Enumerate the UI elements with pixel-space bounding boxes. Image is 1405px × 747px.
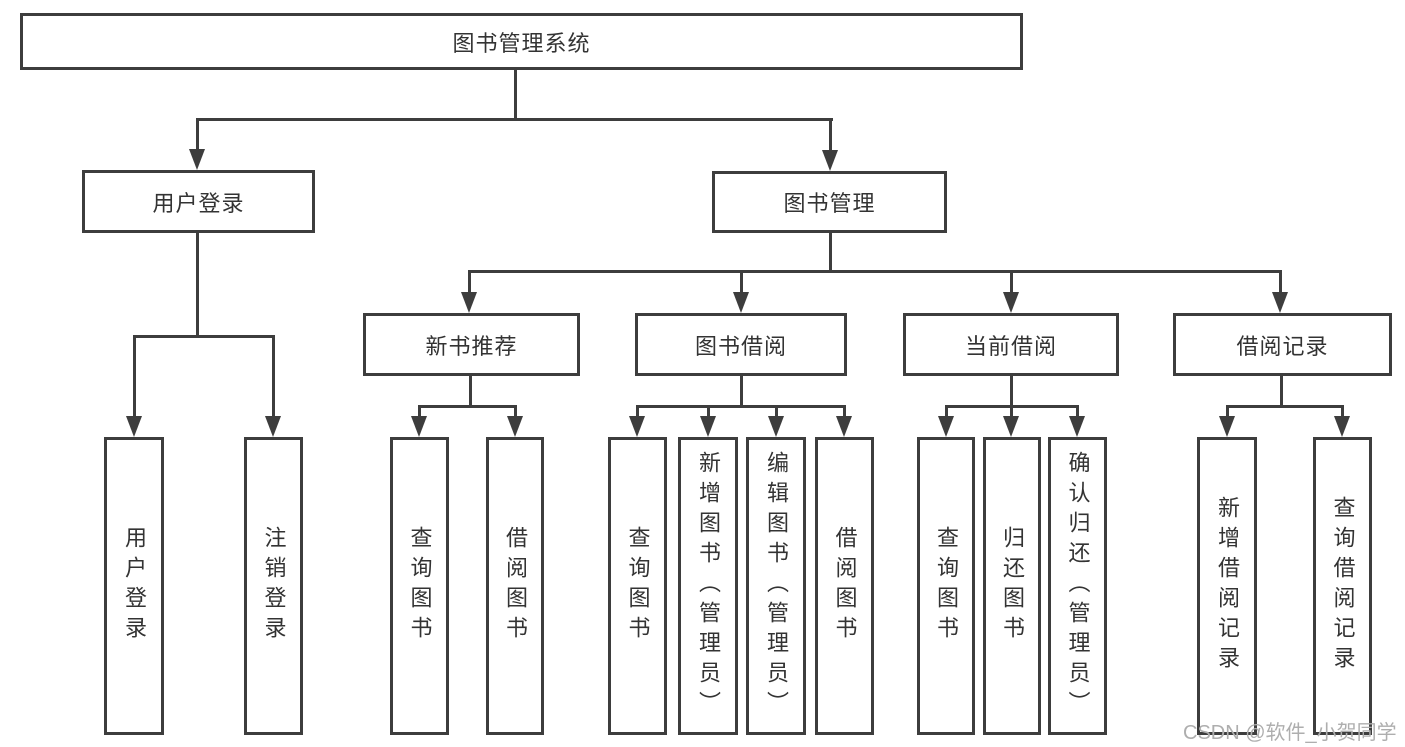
leaf-bb-borrow-book: 借阅图书 bbox=[815, 437, 874, 735]
node-root: 图书管理系统 bbox=[20, 13, 1023, 70]
leaf-br-add-record: 新增借阅记录 bbox=[1197, 437, 1257, 735]
connector-cb-stem bbox=[1010, 376, 1013, 408]
connector-nb-drop-2 bbox=[514, 405, 517, 419]
arrow-leaf-user-login bbox=[126, 416, 142, 437]
connector-drop-leaf-logout bbox=[272, 335, 275, 417]
leaf-br-query-record: 查询借阅记录 bbox=[1313, 437, 1372, 735]
leaf-bb-query-book-label: 查询图书 bbox=[625, 526, 651, 646]
arrow-br-query-record bbox=[1334, 416, 1350, 437]
connector-user-login-rail bbox=[133, 335, 275, 338]
node-root-label: 图书管理系统 bbox=[452, 30, 591, 56]
connector-level2-rail bbox=[196, 118, 833, 121]
leaf-cb-return-book: 归还图书 bbox=[983, 437, 1041, 735]
arrow-nb-query-book bbox=[411, 416, 427, 437]
connector-br-rail bbox=[1226, 405, 1343, 408]
leaf-bb-edit-book-admin: 编辑图书（管理员） bbox=[746, 437, 806, 735]
connector-level3-rail bbox=[468, 270, 1282, 273]
arrow-book-management bbox=[822, 150, 838, 171]
arrow-nb-borrow-book bbox=[507, 416, 523, 437]
connector-bb-drop-2 bbox=[707, 405, 710, 419]
arrow-borrow-record bbox=[1272, 292, 1288, 313]
connector-bb-drop-3 bbox=[775, 405, 778, 419]
connector-cb-drop-1 bbox=[945, 405, 948, 419]
connector-cb-drop-2 bbox=[1010, 405, 1013, 419]
connector-bb-stem bbox=[740, 376, 743, 408]
leaf-nb-query-book: 查询图书 bbox=[390, 437, 449, 735]
arrow-cb-return-book bbox=[1003, 416, 1019, 437]
leaf-bb-add-book-admin: 新增图书（管理员） bbox=[678, 437, 738, 735]
node-user-login: 用户登录 bbox=[82, 170, 315, 233]
leaf-bb-borrow-book-label: 借阅图书 bbox=[832, 526, 858, 646]
connector-bb-rail bbox=[636, 405, 845, 408]
arrow-cb-query-book bbox=[938, 416, 954, 437]
node-book-management: 图书管理 bbox=[712, 171, 947, 233]
leaf-bb-edit-book-admin-label: 编辑图书（管理员） bbox=[764, 451, 789, 721]
connector-user-login-stem bbox=[196, 233, 199, 338]
leaf-cb-confirm-return-admin: 确认归还（管理员） bbox=[1048, 437, 1107, 735]
connector-drop-current-borrow bbox=[1010, 270, 1013, 293]
arrow-bb-add-book bbox=[700, 416, 716, 437]
arrow-cb-confirm-return bbox=[1069, 416, 1085, 437]
leaf-user-login-label: 用户登录 bbox=[122, 526, 147, 646]
leaf-br-add-record-label: 新增借阅记录 bbox=[1215, 496, 1240, 676]
node-new-book-recommend-label: 新书推荐 bbox=[425, 333, 518, 359]
connector-br-drop-1 bbox=[1226, 405, 1229, 419]
connector-bb-drop-1 bbox=[636, 405, 639, 419]
leaf-nb-query-book-label: 查询图书 bbox=[407, 526, 433, 646]
arrow-new-book bbox=[461, 292, 477, 313]
leaf-cb-query-book: 查询图书 bbox=[917, 437, 975, 735]
connector-drop-book-management bbox=[829, 118, 832, 152]
connector-root-stem bbox=[514, 69, 517, 121]
connector-book-management-stem bbox=[829, 233, 832, 273]
connector-drop-borrow-record bbox=[1279, 270, 1282, 293]
leaf-user-login: 用户登录 bbox=[104, 437, 164, 735]
connector-br-stem bbox=[1280, 376, 1283, 408]
node-borrow-record: 借阅记录 bbox=[1173, 313, 1392, 376]
connector-br-drop-2 bbox=[1341, 405, 1344, 419]
arrow-leaf-logout bbox=[265, 416, 281, 437]
leaf-cb-return-book-label: 归还图书 bbox=[1000, 526, 1025, 646]
node-current-borrow-label: 当前借阅 bbox=[964, 333, 1057, 359]
node-user-login-label: 用户登录 bbox=[152, 190, 245, 216]
arrow-bb-borrow-book bbox=[836, 416, 852, 437]
connector-drop-leaf-user-login bbox=[133, 335, 136, 417]
connector-nb-stem bbox=[469, 376, 472, 408]
leaf-nb-borrow-book-label: 借阅图书 bbox=[503, 526, 528, 646]
arrow-current-borrow bbox=[1003, 292, 1019, 313]
node-book-management-label: 图书管理 bbox=[783, 191, 876, 216]
connector-cb-drop-3 bbox=[1076, 405, 1079, 419]
node-book-borrow: 图书借阅 bbox=[635, 313, 847, 376]
leaf-br-query-record-label: 查询借阅记录 bbox=[1330, 496, 1356, 676]
leaf-logout-login: 注销登录 bbox=[244, 437, 303, 735]
connector-drop-new-book bbox=[468, 270, 471, 293]
node-book-borrow-label: 图书借阅 bbox=[694, 333, 787, 359]
arrow-user-login bbox=[189, 149, 205, 170]
leaf-cb-query-book-label: 查询图书 bbox=[934, 526, 959, 646]
connector-nb-drop-1 bbox=[418, 405, 421, 419]
arrow-br-add-record bbox=[1219, 416, 1235, 437]
arrow-bb-edit-book bbox=[768, 416, 784, 437]
leaf-nb-borrow-book: 借阅图书 bbox=[486, 437, 544, 735]
leaf-bb-query-book: 查询图书 bbox=[608, 437, 667, 735]
node-borrow-record-label: 借阅记录 bbox=[1236, 333, 1329, 359]
connector-bb-drop-4 bbox=[843, 405, 846, 419]
connector-drop-user-login bbox=[196, 118, 199, 152]
node-new-book-recommend: 新书推荐 bbox=[363, 313, 580, 376]
leaf-cb-confirm-return-admin-label: 确认归还（管理员） bbox=[1065, 451, 1091, 721]
leaf-logout-login-label: 注销登录 bbox=[261, 526, 287, 646]
leaf-bb-add-book-admin-label: 新增图书（管理员） bbox=[696, 451, 721, 721]
arrow-book-borrow bbox=[733, 292, 749, 313]
connector-nb-rail bbox=[418, 405, 516, 408]
connector-drop-book-borrow bbox=[740, 270, 743, 293]
arrow-bb-query-book bbox=[629, 416, 645, 437]
node-current-borrow: 当前借阅 bbox=[903, 313, 1119, 376]
csdn-watermark: CSDN @软件_小贺同学 bbox=[1183, 722, 1397, 744]
